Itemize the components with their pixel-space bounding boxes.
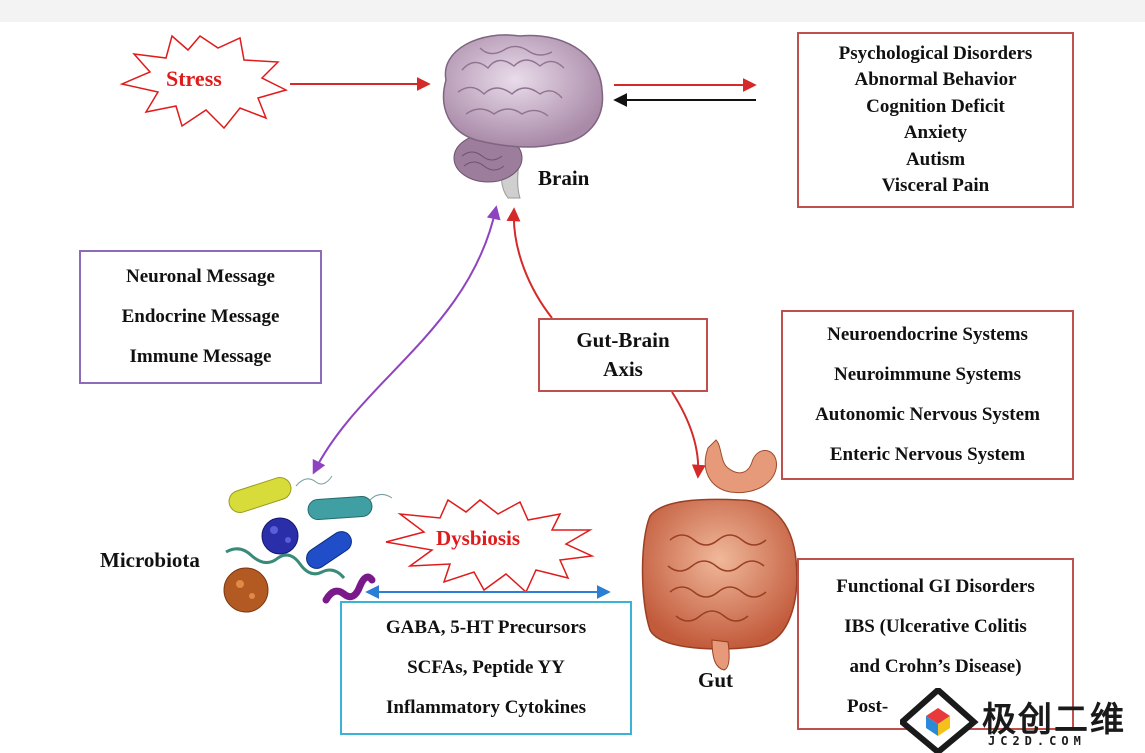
system-item: Enteric Nervous System xyxy=(829,444,1026,465)
gi-disorder-item: Post- xyxy=(847,696,889,717)
dysbiosis-burst xyxy=(385,498,595,594)
metabolite-item: GABA, 5-HT Precursors xyxy=(385,617,587,638)
brain-effect-item: Visceral Pain xyxy=(881,175,990,196)
brain-effect-item: Autism xyxy=(905,148,966,170)
brain-microbiota-arrow xyxy=(312,205,501,475)
stress-label: Stress xyxy=(166,66,222,91)
brain-effect-item: Abnormal Behavior xyxy=(854,69,1017,90)
top-band xyxy=(0,0,1145,22)
gut-illustration xyxy=(641,439,798,671)
stress-burst xyxy=(119,34,289,130)
brain-effect-item: Cognition Deficit xyxy=(866,95,1005,117)
systems-box: Neuroendocrine Systems Neuroimmune Syste… xyxy=(781,310,1074,480)
gi-disorder-item: Functional GI Disorders xyxy=(836,576,1035,597)
watermark-english: JC2D.COM xyxy=(988,734,1086,748)
brain-effects-box: Psychological Disorders Abnormal Behavio… xyxy=(797,32,1074,208)
message-item: Immune Message xyxy=(129,346,272,367)
watermark-chinese: 极创二维 xyxy=(982,700,1126,740)
watermark-logo-icon xyxy=(900,688,979,753)
system-item: Neuroimmune Systems xyxy=(833,364,1021,385)
watermark: 极创二维 JC2D.COM xyxy=(900,688,1145,753)
gut-label: Gut xyxy=(698,668,734,692)
microbiota-illustration xyxy=(223,475,393,613)
dysbiosis-label: Dysbiosis xyxy=(436,526,521,550)
brain-label: Brain xyxy=(538,166,590,190)
brain-effect-item: Anxiety xyxy=(903,122,968,143)
gi-disorder-item: and Crohn’s Disease) xyxy=(849,656,1022,677)
system-item: Autonomic Nervous System xyxy=(815,404,1040,425)
metabolite-item: Inflammatory Cytokines xyxy=(385,697,587,718)
microbiota-label: Microbiota xyxy=(100,548,200,572)
gi-disorder-item: IBS (Ulcerative Colitis xyxy=(844,616,1027,637)
brain-effect-item: Psychological Disorders xyxy=(838,42,1033,64)
metabolite-item: SCFAs, Peptide YY xyxy=(407,657,565,678)
axis-to-brain-arrow xyxy=(506,207,553,319)
brain-illustration xyxy=(442,34,604,199)
axis-label-line: Axis xyxy=(603,357,643,381)
message-item: Neuronal Message xyxy=(126,266,275,287)
axis-to-gut-arrow xyxy=(671,391,706,479)
system-item: Neuroendocrine Systems xyxy=(827,324,1028,345)
metabolites-box: GABA, 5-HT Precursors SCFAs, Peptide YY … xyxy=(340,601,632,735)
messages-box: Neuronal Message Endocrine Message Immun… xyxy=(79,250,322,384)
message-item: Endocrine Message xyxy=(121,306,280,327)
gut-brain-axis-box: Gut-Brain Axis xyxy=(538,318,708,392)
axis-label-line: Gut-Brain xyxy=(576,328,670,352)
